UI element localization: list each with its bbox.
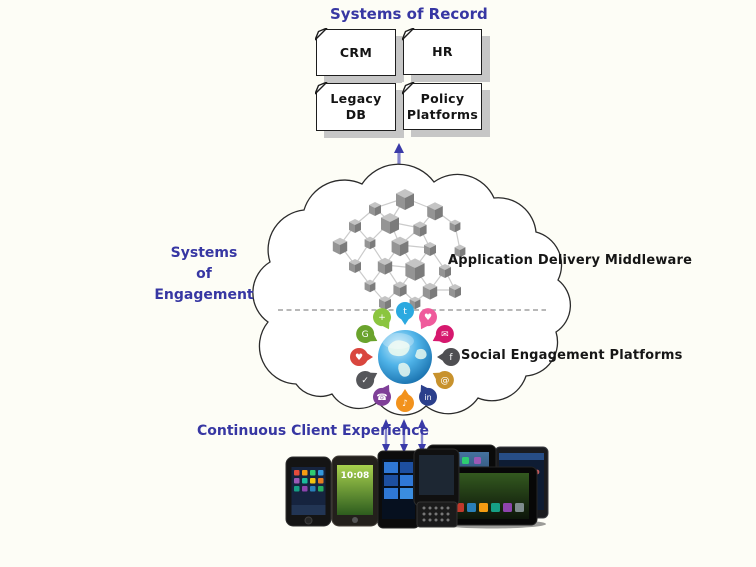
windows-phone-image xyxy=(377,450,420,529)
svg-text:✉: ✉ xyxy=(441,330,449,340)
iphone-image xyxy=(285,456,332,527)
social-pin-icon: ✓ xyxy=(356,371,378,389)
playbook-tablet-image xyxy=(438,466,546,529)
systems-of-record-title: Systems of Record xyxy=(330,5,488,23)
cloud-shape xyxy=(252,163,572,416)
record-box-crm: CRM xyxy=(315,28,396,76)
svg-text:in: in xyxy=(424,393,431,402)
social-pin-icon: ☎ xyxy=(373,384,391,406)
social-pin-icon: ✉ xyxy=(432,325,454,343)
social-engagement-platforms-label: Social Engagement Platforms xyxy=(461,348,683,363)
blackberry-slider-image xyxy=(413,448,460,528)
globe-icon xyxy=(378,330,432,384)
record-box-label: CRM xyxy=(339,44,373,60)
middleware-network-graphic xyxy=(332,189,466,310)
application-delivery-middleware-label: Application Delivery Middleware xyxy=(448,253,693,268)
systems-of-engagement-label: Systems of Engagement xyxy=(154,245,254,303)
social-pin-icon: ♥ xyxy=(419,308,437,330)
social-pin-icon: ♥ xyxy=(350,348,373,366)
social-pin-icon: @ xyxy=(432,371,454,389)
folded-corner-icon xyxy=(315,28,328,41)
folded-corner-icon xyxy=(402,82,415,95)
social-pin-icon: ♪ xyxy=(396,389,414,412)
folded-corner-icon xyxy=(402,28,415,41)
android-phone-image xyxy=(331,455,379,527)
folded-corner-icon xyxy=(315,82,328,95)
social-pin-icon: t xyxy=(396,302,414,325)
social-pin-icon: f xyxy=(437,348,460,366)
svg-text:♥: ♥ xyxy=(424,313,432,323)
social-pin-icon: + xyxy=(373,308,391,330)
svg-text:♥: ♥ xyxy=(355,353,363,363)
record-box-label: HR xyxy=(432,44,453,59)
record-box-policy-platforms: Policy Platforms xyxy=(402,82,482,130)
svg-text:t: t xyxy=(403,307,407,317)
svg-text:@: @ xyxy=(440,376,449,386)
svg-text:G: G xyxy=(362,330,369,340)
record-box-legacy-db: Legacy DB xyxy=(315,82,396,131)
svg-text:✓: ✓ xyxy=(361,376,369,386)
svg-text:♪: ♪ xyxy=(402,399,408,409)
record-box-label: Policy Platforms xyxy=(406,90,479,122)
record-box-label: Legacy DB xyxy=(330,91,382,122)
devices-cluster: 10:08 xyxy=(285,444,549,529)
continuous-client-experience-label: Continuous Client Experience xyxy=(197,423,430,439)
social-pin-icon: in xyxy=(419,384,437,406)
svg-text:+: + xyxy=(378,313,386,323)
social-pin-icon: G xyxy=(356,325,378,343)
record-box-hr: HR xyxy=(402,28,482,75)
social-globe-graphic: t ♥ ✉ f @ xyxy=(350,302,460,412)
svg-text:f: f xyxy=(449,353,453,363)
cloud-to-devices-arrows-icon xyxy=(382,419,426,453)
android-clock-text: 10:08 xyxy=(341,471,370,481)
svg-text:☎: ☎ xyxy=(376,393,387,403)
